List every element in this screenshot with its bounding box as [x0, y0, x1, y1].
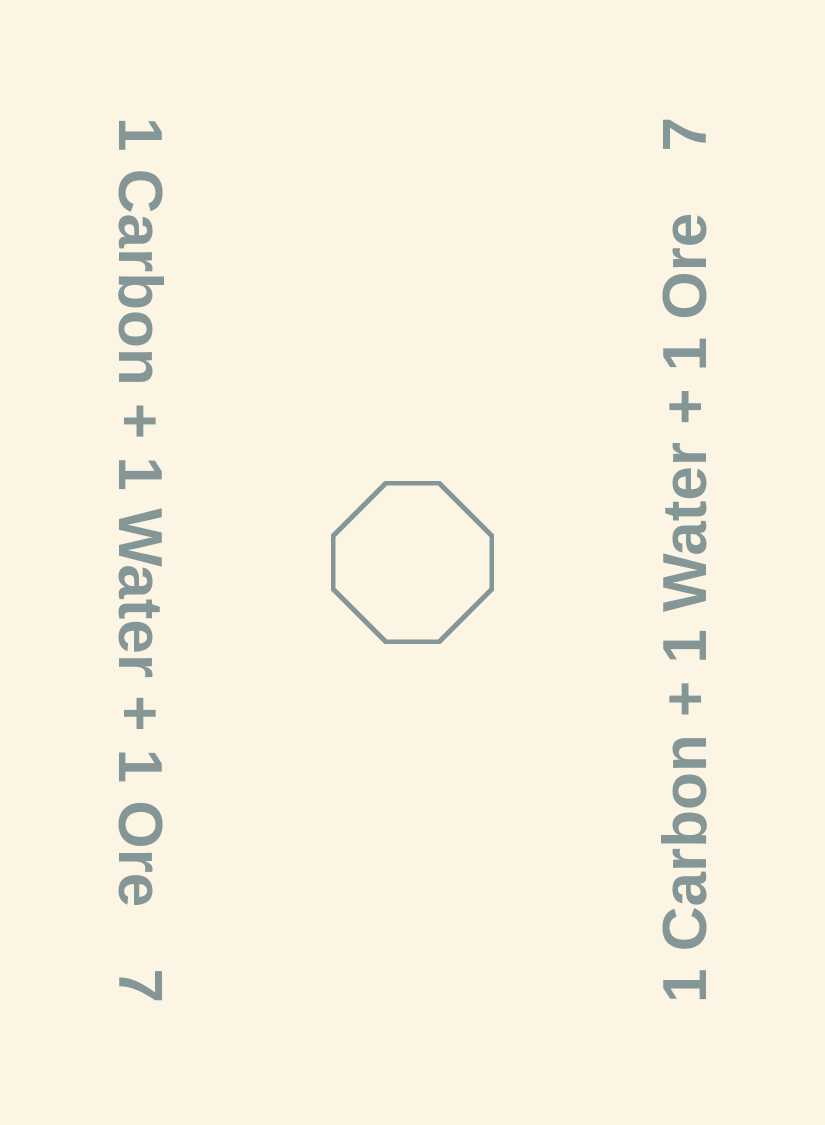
- recipe-text-left: 1 Carbon + 1 Water + 1 Ore: [105, 117, 174, 908]
- octagon-icon: [331, 481, 494, 644]
- value-text-right: 7: [651, 117, 720, 152]
- recipe-strip-right: 1 Carbon + 1 Water + 1 Ore 7: [651, 117, 720, 1003]
- recipe-text-right: 1 Carbon + 1 Water + 1 Ore: [651, 212, 720, 1003]
- value-text-left: 7: [105, 968, 174, 1003]
- recipe-strip-left: 1 Carbon + 1 Water + 1 Ore 7: [105, 117, 174, 1003]
